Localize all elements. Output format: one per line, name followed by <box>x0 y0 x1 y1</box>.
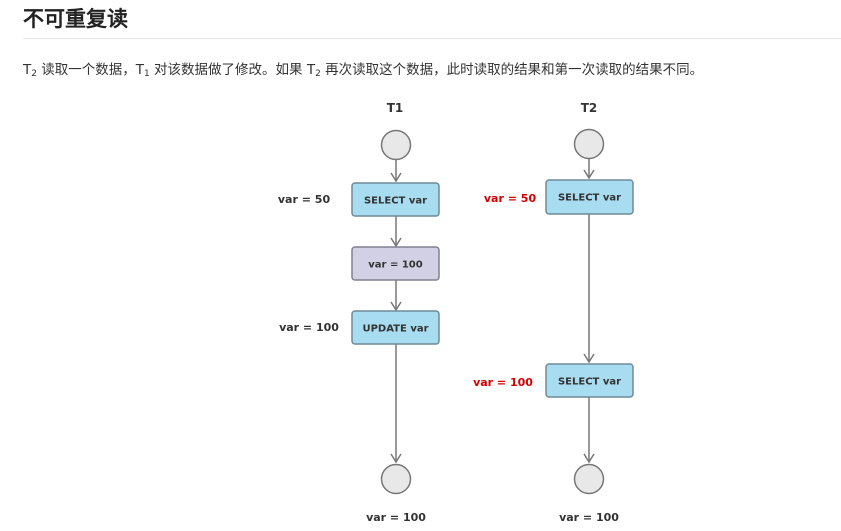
t2-end-node <box>573 463 605 495</box>
description-paragraph: T2 读取一个数据，T1 对该数据做了修改。如果 T2 再次读取这个数据，此时读… <box>23 62 704 79</box>
t1-final-value-label: var = 100 <box>366 511 426 524</box>
t2-first-select-label: SELECT var <box>558 193 621 204</box>
t1-select-label: SELECT var <box>364 196 427 207</box>
t1-end-node <box>380 463 412 495</box>
t1-write-value-label: var = 100 <box>279 321 339 334</box>
t2-start-node <box>573 128 605 160</box>
t2-first-select-box <box>545 179 634 215</box>
t2-first-read-value-label: var = 50 <box>484 192 537 205</box>
t2-column-label: T2 <box>581 101 598 115</box>
t2-ref: T2 <box>23 62 37 79</box>
t2-second-select-box <box>545 363 634 398</box>
t1-start-node <box>380 129 412 161</box>
t1-select-box <box>351 182 440 217</box>
t1-column-label: T1 <box>387 101 404 115</box>
t1-update-label: UPDATE var <box>362 324 428 335</box>
t2-second-select-label: SELECT var <box>558 377 621 388</box>
t1-ref: T1 <box>135 62 150 79</box>
t2-second-read-value-label: var = 100 <box>473 376 533 389</box>
t2-final-value-label: var = 100 <box>559 511 619 524</box>
t1-read-value-label: var = 50 <box>278 193 331 206</box>
t1-modify-box <box>351 246 440 281</box>
t1-update-box <box>351 310 440 345</box>
title-divider <box>23 38 841 39</box>
t2-ref-second: T2 <box>306 62 321 79</box>
page-title: 不可重复读 <box>23 7 128 31</box>
t1-modify-label: var = 100 <box>368 260 422 271</box>
